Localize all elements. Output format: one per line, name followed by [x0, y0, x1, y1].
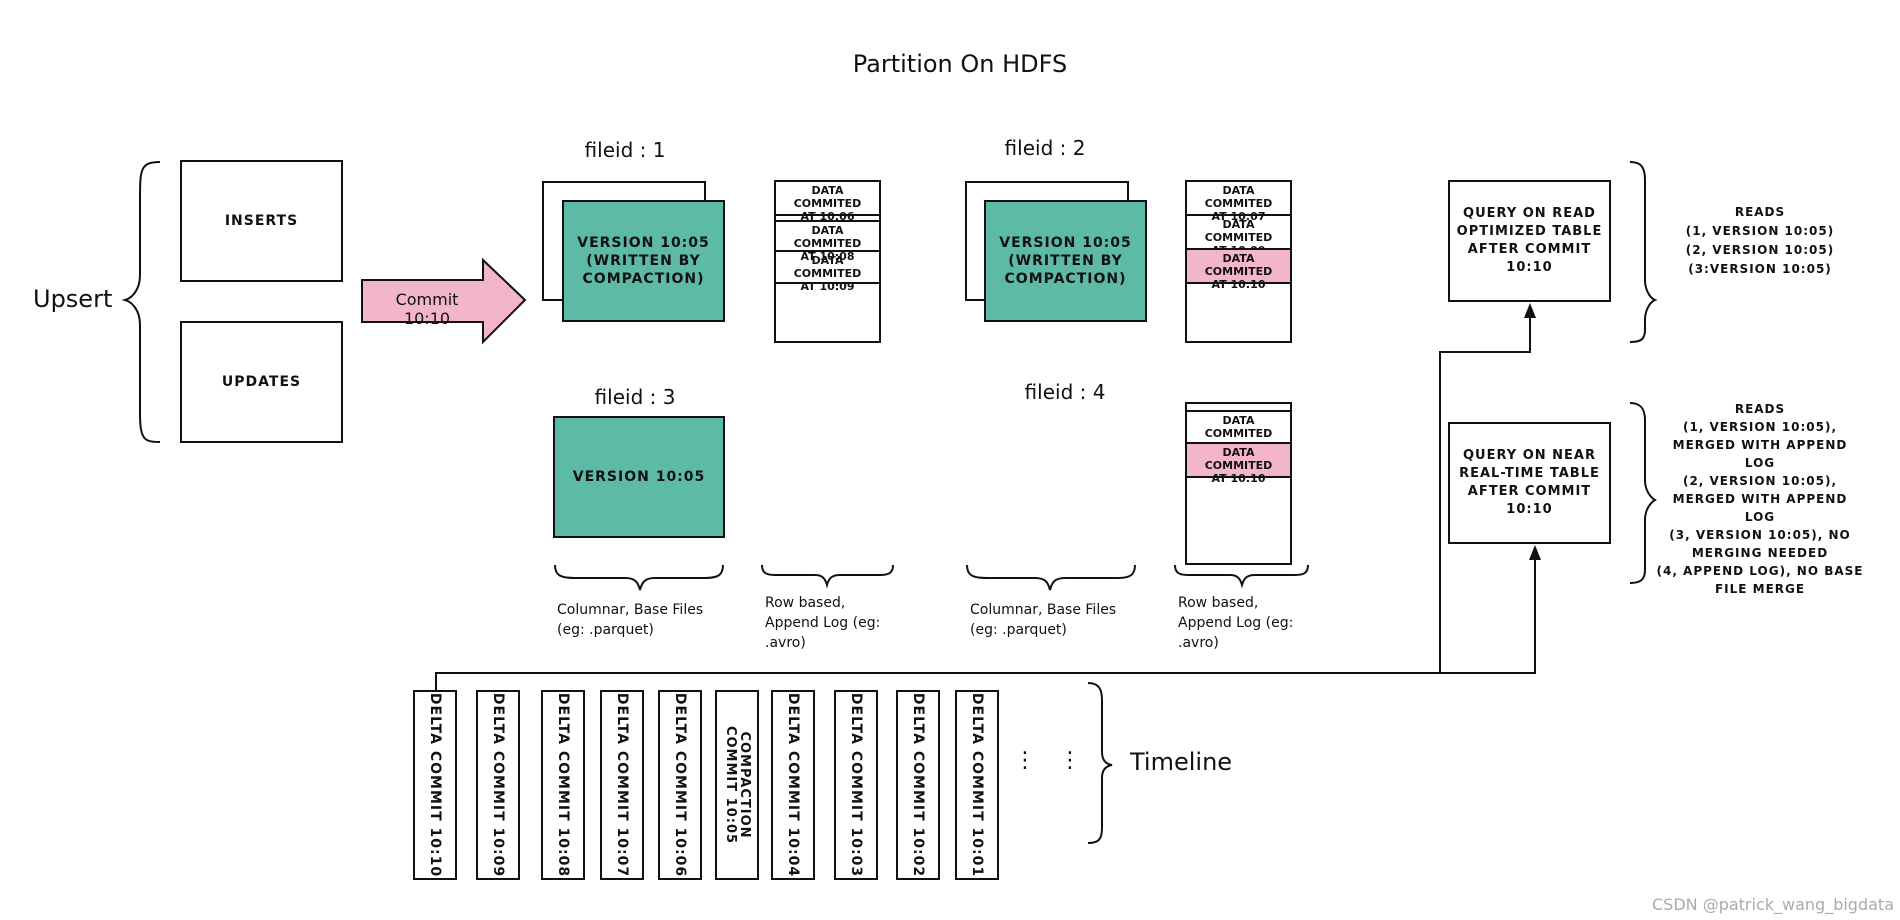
caption-rowbased-1: Row based, Append Log (eg: .avro): [765, 595, 881, 651]
timeline-commit: DELTA COMMIT 10:04: [771, 690, 815, 880]
file1-base-label: VERSION 10:05 (WRITTEN BY COMPACTION): [577, 235, 710, 287]
fileid-3-label: fileid : 3: [594, 385, 676, 409]
brace-columnar-2: [966, 564, 1136, 591]
timeline-commit-label: COMPACTION COMMIT 10:05: [723, 725, 752, 845]
file2-log-entry-highlight: DATA COMMITED AT 10:10: [1187, 250, 1290, 291]
file4-append-log: DATA COMMITED AT 10:06 DATA COMMITED AT …: [1185, 402, 1292, 565]
query-near-realtime-label: QUERY ON NEAR REAL-TIME TABLE AFTER COMM…: [1459, 448, 1600, 517]
brace-columnar-1: [554, 564, 724, 591]
inserts-box: INSERTS: [180, 160, 343, 282]
brace-rowbased-1: [761, 564, 894, 589]
file1-log-entry: DATA COMMITED AT 10:06: [776, 182, 879, 223]
file2-back-sheet: [965, 181, 1129, 301]
file1-base-file: VERSION 10:05 (WRITTEN BY COMPACTION): [562, 200, 725, 322]
file3-base-label: VERSION 10:05: [572, 469, 706, 485]
timeline-compaction-commit: COMPACTION COMMIT 10:05: [715, 690, 759, 880]
page-title: Partition On HDFS: [852, 50, 1068, 78]
commit-arrow-shape: [361, 257, 527, 345]
file1-log-entry: DATA COMMITED AT 10:08: [776, 220, 879, 263]
caption-rowbased-2: Row based, Append Log (eg: .avro): [1178, 595, 1294, 651]
upsert-brace: [121, 161, 161, 443]
timeline-connector: [435, 548, 1536, 690]
timeline-commit: DELTA COMMIT 10:06: [658, 690, 702, 880]
file4-log-entry: DATA COMMITED AT 10:06: [1187, 410, 1290, 453]
file2-log-entry: DATA COMMITED AT 10:07: [1187, 182, 1290, 223]
brace-rowbased-2: [1174, 564, 1309, 589]
timeline-commit-label: DELTA COMMIT 10:02: [910, 692, 926, 878]
timeline-label: Timeline: [1130, 748, 1233, 776]
updates-label: UPDATES: [221, 374, 302, 390]
timeline-commit-label: DELTA COMMIT 10:07: [614, 692, 630, 878]
caption-columnar-1: Columnar, Base Files (eg: .parquet): [557, 602, 704, 638]
file2-append-log: DATA COMMITED AT 10:07 DATA COMMITED AT …: [1185, 180, 1292, 343]
fileid-1-label: fileid : 1: [584, 138, 666, 162]
timeline-commit-label: DELTA COMMIT 10:03: [848, 692, 864, 878]
timeline-commit-label: DELTA COMMIT 10:09: [490, 692, 506, 878]
file2-base-file: VERSION 10:05 (WRITTEN BY COMPACTION): [984, 200, 1147, 322]
fileid-2-label: fileid : 2: [1004, 136, 1086, 160]
updates-box: UPDATES: [180, 321, 343, 443]
timeline-commit: DELTA COMMIT 10:09: [476, 690, 520, 880]
timeline-commit-label: DELTA COMMIT 10:01: [969, 692, 985, 878]
brace-timeline: [1087, 682, 1113, 844]
watermark: CSDN @patrick_wang_bigdata: [1651, 895, 1894, 914]
brace-reads-ro: [1629, 161, 1658, 343]
file1-back-sheet: [542, 181, 706, 301]
inserts-label: INSERTS: [224, 213, 299, 229]
file2-base-label: VERSION 10:05 (WRITTEN BY COMPACTION): [999, 235, 1132, 287]
fileid-4-label: fileid : 4: [1024, 380, 1106, 404]
query-ro-connector: [1439, 316, 1531, 673]
file1-log-entry: DATA COMMITED AT 10:09: [776, 252, 879, 293]
reads-read-optimized: READS (1, VERSION 10:05) (2, VERSION 10:…: [1685, 205, 1835, 276]
brace-reads-rt: [1629, 402, 1657, 584]
arrowhead-ro: [1524, 303, 1536, 318]
timeline-commit: DELTA COMMIT 10:03: [834, 690, 878, 880]
reads-near-realtime: READS (1, VERSION 10:05), MERGED WITH AP…: [1656, 402, 1864, 596]
timeline-ellipsis-2: ⋮: [1059, 748, 1081, 773]
query-read-optimized-label: QUERY ON READ OPTIMIZED TABLE AFTER COMM…: [1456, 206, 1603, 275]
timeline-commit-label: DELTA COMMIT 10:04: [785, 692, 801, 878]
arrowhead-rt: [1529, 545, 1541, 560]
query-read-optimized-box: QUERY ON READ OPTIMIZED TABLE AFTER COMM…: [1448, 180, 1611, 302]
timeline-ellipsis-1: ⋮: [1014, 748, 1036, 773]
file1-append-log: DATA COMMITED AT 10:06 DATA COMMITED AT …: [774, 180, 881, 343]
timeline-commit: DELTA COMMIT 10:01: [955, 690, 999, 880]
upsert-label: Upsert: [33, 285, 113, 313]
timeline-commit-label: DELTA COMMIT 10:10: [427, 692, 443, 878]
timeline-commit: DELTA COMMIT 10:08: [541, 690, 585, 880]
timeline-commit-label: DELTA COMMIT 10:08: [555, 692, 571, 878]
timeline-commit: DELTA COMMIT 10:10: [413, 690, 457, 880]
timeline-commit: DELTA COMMIT 10:02: [896, 690, 940, 880]
query-near-realtime-box: QUERY ON NEAR REAL-TIME TABLE AFTER COMM…: [1448, 422, 1611, 544]
file4-log-entry-highlight: DATA COMMITED AT 10:10: [1187, 444, 1290, 485]
file3-base-file: VERSION 10:05: [553, 416, 725, 538]
file2-log-entry: DATA COMMITED AT 10:09: [1187, 216, 1290, 257]
commit-arrow-label: Commit 10:10: [395, 290, 459, 328]
timeline-commit-label: DELTA COMMIT 10:06: [672, 692, 688, 878]
timeline-commit: DELTA COMMIT 10:07: [600, 690, 644, 880]
caption-columnar-2: Columnar, Base Files (eg: .parquet): [970, 602, 1117, 638]
